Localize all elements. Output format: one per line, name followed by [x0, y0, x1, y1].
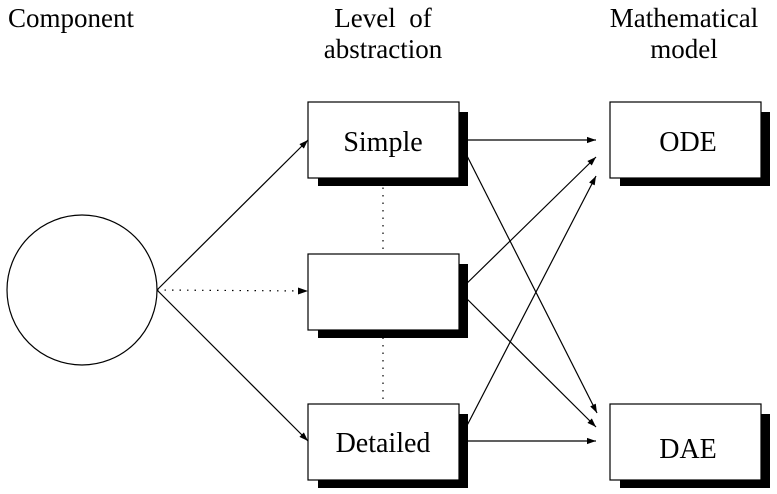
model-label-dae: DAE — [659, 434, 717, 465]
level-box-simple: Simple — [307, 101, 468, 186]
level-box-detailed: Detailed — [307, 403, 468, 488]
header-component: Component — [8, 3, 134, 33]
level-label-simple: Simple — [343, 127, 422, 158]
arrow-component-to-simple — [156, 139, 309, 291]
level-box-middle — [307, 253, 468, 338]
model-box-ode: ODE — [609, 101, 770, 186]
arrow-component-to-detailed — [156, 289, 309, 442]
arrow-component-to-middle — [156, 289, 308, 292]
arrow-detailed-to-ode — [458, 175, 597, 442]
header-level-line2: abstraction — [324, 34, 443, 64]
level-label-detailed: Detailed — [336, 428, 431, 459]
arrow-head-component-to-middle — [298, 287, 308, 295]
arrow-middle-to-ode — [458, 156, 597, 292]
model-box-dae: DAE — [609, 403, 770, 488]
arrow-simple-to-dae — [458, 139, 598, 414]
model-label-ode: ODE — [659, 127, 717, 158]
header-math-line2: model — [650, 34, 718, 64]
arrow-middle-to-dae — [458, 290, 597, 428]
component-circle — [6, 214, 158, 366]
header-level-line1: Level of — [334, 3, 431, 33]
header-math-line1: Mathematical — [610, 3, 758, 33]
